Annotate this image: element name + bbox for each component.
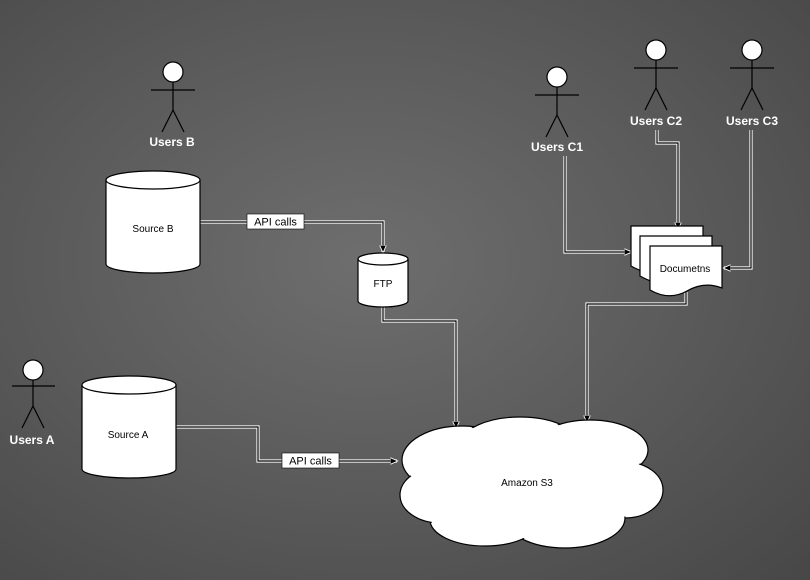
edge-c1-documents — [563, 156, 631, 252]
api-calls-label-b: API calls — [254, 217, 297, 229]
users-b-label: Users B — [149, 135, 195, 149]
edge-documents-s3 — [587, 292, 688, 422]
database-ftp[interactable]: FTP — [357, 252, 409, 308]
api-calls-label-a: API calls — [289, 456, 332, 468]
source-b-label: Source B — [132, 224, 173, 235]
ftp-label: FTP — [374, 279, 393, 290]
documents-label: Documetns — [660, 264, 711, 275]
actor-users-a[interactable]: Users A — [10, 359, 55, 447]
amazon-s3-label: Amazon S3 — [501, 478, 553, 489]
actor-users-c1[interactable]: Users C1 — [531, 66, 583, 154]
users-a-label: Users A — [10, 433, 55, 447]
edge-label-api-calls-b: API calls — [246, 213, 305, 230]
connectors — [176, 130, 753, 461]
actor-users-c2[interactable]: Users C2 — [630, 39, 682, 128]
source-a-label: Source A — [108, 430, 149, 441]
users-c2-label: Users C2 — [630, 114, 682, 128]
edge-label-api-calls-a: API calls — [281, 452, 340, 469]
stick-figure-icon — [151, 61, 195, 133]
cloud-amazon-s3[interactable]: Amazon S3 — [399, 416, 664, 549]
stick-figure-icon — [634, 39, 678, 111]
users-c1-label: Users C1 — [531, 140, 583, 154]
actor-users-b[interactable]: Users B — [149, 61, 195, 149]
users-c3-label: Users C3 — [726, 114, 778, 128]
edge-ftp-s3 — [381, 306, 456, 428]
edge-c3-documents — [724, 130, 753, 268]
stick-figure-icon — [730, 39, 774, 111]
stick-figure-icon — [535, 66, 579, 138]
documents-stack[interactable]: Documetns — [630, 225, 723, 297]
actor-users-c3[interactable]: Users C3 — [726, 39, 778, 128]
stick-figure-icon — [12, 359, 55, 429]
database-source-a[interactable]: Source A — [81, 375, 177, 479]
edge-c2-documents — [655, 130, 678, 229]
database-source-b[interactable]: Source B — [105, 170, 201, 274]
